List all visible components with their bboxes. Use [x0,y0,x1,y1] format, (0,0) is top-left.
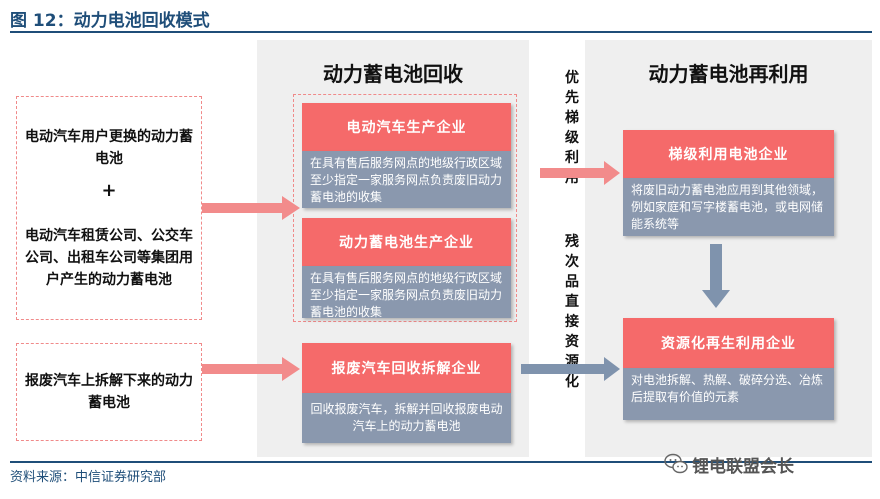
source-plus: + [101,180,117,201]
source-note: 资料来源：中信证券研究部 [10,470,167,485]
bottom-rule [10,461,872,463]
arrow-scrapped-to-recycler [202,357,300,381]
battery-maker-desc: 在具有售后服务网点的地级行政区域至少指定一家服务网点负责废旧动力蓄电池的收集 [302,266,511,319]
ev-maker-desc: 在具有售后服务网点的地级行政区域至少指定一家服务网点负责废旧动力蓄电池的收集 [302,151,511,208]
arrow-cascade-to-resource [702,244,730,308]
cascade-user-desc: 将废旧动力蓄电池应用到其他领域，例如家庭和写字楼蓄电池，或电网储能系统等 [623,178,834,236]
wechat-icon [664,453,688,474]
source-ev-users: 电动汽车用户更换的动力蓄电池 [25,129,193,167]
resource-recycler-desc: 对电池拆解、热解、破碎分选、冶炼后提取有价值的元素 [623,368,834,420]
source-block-2-frame [16,343,202,441]
recycle-panel-title: 动力蓄电池回收 [323,62,463,86]
arrow-sources-to-manufacturers [202,196,300,220]
arrow-defective-resource [521,357,620,381]
scrap-recycler-box: 报废汽车回收拆解企业 [302,343,511,393]
watermark-text: 锂电联盟会长 [692,456,794,477]
cascade-user-box: 梯级利用电池企业 [623,130,834,178]
source-scrapped-vehicles: 报废汽车上拆解下来的动力蓄电池 [25,373,193,411]
reuse-panel-title: 动力蓄电池再利用 [648,62,809,86]
watermark: 锂电联盟会长 [664,449,869,479]
ev-maker-box: 电动汽车生产企业 [302,103,511,151]
battery-maker-box: 动力蓄电池生产企业 [302,218,511,266]
arrow-priority-cascade [540,161,620,185]
scrap-recycler-desc: 回收报废汽车，拆解并回收报废电动汽车上的动力蓄电池 [302,393,511,443]
top-rule [10,31,872,33]
source-block-1-frame [16,96,202,320]
figure-title: 图 12：动力电池回收模式 [10,11,210,31]
resource-recycler-box: 资源化再生利用企业 [623,318,834,368]
source-fleet-users: 电动汽车租赁公司、公交车公司、出租车公司等集团用户产生的动力蓄电池 [25,228,193,288]
